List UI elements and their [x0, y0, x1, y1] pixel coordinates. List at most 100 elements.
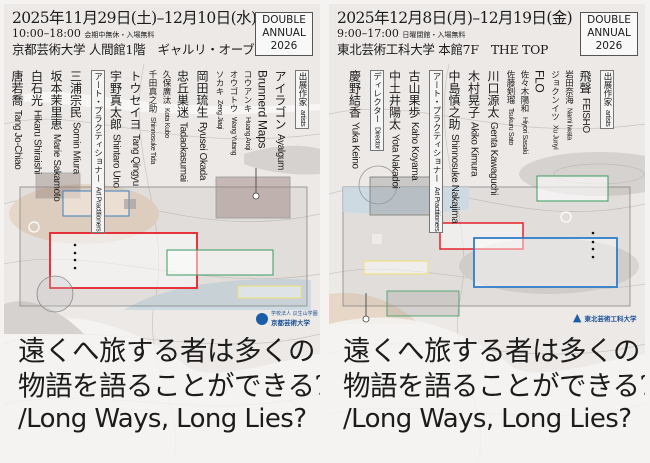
- name-jp: 宇野真太郎: [108, 70, 123, 130]
- artist-name: FLO: [533, 70, 547, 180]
- title-en: /Long Ways, Long Lies?: [343, 404, 632, 434]
- name-jp: 佐々木陽和: [519, 70, 529, 113]
- section-label: 出展作家artists: [600, 70, 614, 129]
- event-info: 2025年12月8日(月)–12月19日(金) 9:00–17:00 日曜閉館・…: [337, 10, 573, 58]
- name-en: Art Practitioners: [94, 186, 102, 231]
- name-en: Kota Kubo: [163, 108, 170, 138]
- circle-mark: [358, 165, 398, 205]
- artist-name: 白石光Hikaru Shiraishi: [29, 70, 46, 180]
- title-en: /Long Ways, Long Lies?: [18, 404, 307, 434]
- name-en: Wang Yutang: [230, 116, 237, 155]
- event-venue: 京都芸術大学 人間館1階 ギャルリ・オーブ: [12, 42, 255, 57]
- name-en: Shintaro Uno: [110, 134, 122, 188]
- artist-name: Brunnerd Maps: [256, 70, 270, 180]
- artist-name: 岩田奈海 Nami Iwata: [563, 70, 575, 180]
- university-logo: 学校法人 瓜生山学園京都芸術大学: [256, 310, 318, 327]
- artist-name: 米林空Sora Yonebayashi: [4, 70, 7, 180]
- double-annual-badge: DOUBLE ANNUAL 2026: [255, 12, 313, 56]
- title-jp-line2: 物語を語ることができる?: [18, 370, 320, 402]
- badge-line: ANNUAL: [587, 27, 631, 39]
- event-info: 2025年11月29日(土)–12月10日(水) 10:00–18:00 会期中…: [12, 10, 257, 58]
- name-jp: 坂本茉里恵: [49, 70, 63, 130]
- name-en: Nami Iwata: [565, 108, 573, 140]
- name-en: FLO: [532, 70, 547, 93]
- name-en: Tadaokasumai: [177, 122, 189, 182]
- name-jp: 岩田奈海: [563, 70, 574, 104]
- name-en: Marie Sakamoto: [51, 134, 62, 202]
- hours: 9:00–17:00: [337, 27, 399, 40]
- name-en: Ryusei Okada: [197, 122, 208, 181]
- green-gray-box: [386, 290, 460, 317]
- name-jp: トウセイヨ: [128, 70, 142, 130]
- artist-list: 出展作家artists 飛聲 FEISHO 岩田奈海 Nami Iwata ジョクンイツ X…: [344, 70, 617, 233]
- artist-name: 唐若喬 Tang Jo-Chiao: [9, 70, 26, 180]
- name-jp: 米林空: [4, 70, 5, 106]
- name-en: Shinnosuke Tida: [149, 116, 156, 164]
- name-jp: 古山果歩: [407, 70, 421, 118]
- hours: 10:00–18:00: [12, 27, 81, 40]
- artist-name: アイラゴン Ayalgum: [272, 70, 289, 180]
- name-jp: コウアンキ: [242, 70, 252, 113]
- name-en: FEISHO: [580, 98, 591, 133]
- name-jp: ソカキ: [214, 70, 224, 96]
- artist-name: ソカキ Zeng Jiaqi: [213, 70, 225, 180]
- name-jp: オウゴトウ: [228, 70, 238, 113]
- name-en: artists: [299, 110, 306, 127]
- name-en: Shinnosuke Nakajima: [449, 134, 460, 224]
- yellow-rect: [237, 285, 302, 299]
- name-jp: 白石光: [29, 70, 44, 106]
- name-en: Zeng Jiaqi: [216, 99, 223, 129]
- artist-name: 慶野結香Yuka Keino: [347, 70, 364, 180]
- name-jp: 飛聲: [578, 70, 592, 94]
- name-en: Ayalgum: [275, 134, 286, 170]
- name-jp: ディレクター: [371, 72, 382, 123]
- section-label: 出展作家 artists: [295, 70, 309, 129]
- artist-name: 木村晃子Akiko Kimura: [466, 70, 483, 180]
- title-jp-line1: 遠くへ旅する者は多くの: [18, 335, 315, 367]
- name-jp: 中土井陽太: [387, 70, 402, 130]
- name-jp: 川口源太: [486, 70, 500, 118]
- abstract-map-graphic: [329, 63, 645, 459]
- name-en: Director: [373, 127, 381, 149]
- name-en: Xu Junyi: [551, 125, 559, 150]
- name-en: Tsukuru Sato: [507, 108, 514, 146]
- artist-name: 忠丘巣迷Tadaokasumai: [175, 70, 192, 182]
- poster-tohoku: 2025年12月8日(月)–12月19日(金) 9:00–17:00 日曜閉館・…: [329, 4, 645, 459]
- event-hours: 9:00–17:00 日曜閉館・入場無料: [337, 27, 572, 42]
- name-jp: 唐若喬: [10, 70, 24, 106]
- green-rect: [166, 249, 274, 276]
- artist-name: 中土井陽太 Yota Nakadoi: [387, 70, 404, 189]
- artist-name: ジョクンイツ Xu Junyi: [549, 70, 561, 180]
- name-jp: ジョクンイツ: [549, 70, 560, 121]
- name-en: artists: [604, 110, 611, 127]
- name-jp: アイラゴン: [273, 70, 287, 130]
- circle-mark: [36, 275, 74, 313]
- blue-rect: [473, 237, 618, 288]
- artist-name: 佐藤剣瑠Tsukuru Sato: [504, 70, 516, 180]
- badge-line: DOUBLE: [587, 14, 631, 26]
- exhibition-title: 遠くへ旅する者は多くの 物語を語ることができる? /Long Ways, Lon…: [18, 334, 320, 434]
- section-label: ディレクター Director: [369, 70, 384, 151]
- name-jp: 三浦宗民: [68, 70, 83, 118]
- red-rect: [439, 222, 524, 250]
- name-en: Tang Jo-Chiao: [12, 110, 23, 170]
- name-jp: 久保廣汰: [161, 70, 171, 104]
- name-jp: アート・プラクティショナー: [92, 72, 103, 183]
- name-en: Kaho Koyama: [409, 122, 420, 181]
- artist-name: トウセイヨTang Qingyu: [127, 70, 144, 186]
- artist-name: オウゴトウ Wang Yutang: [227, 70, 239, 180]
- dots: [73, 243, 77, 270]
- name-en: Art Practitioners: [433, 186, 440, 231]
- badge-line: ANNUAL: [262, 27, 306, 39]
- event-hours: 10:00–18:00 会期中無休・入場無料: [12, 27, 256, 42]
- event-venue: 東北芸術工科大学 本館7F THE TOP: [337, 42, 549, 57]
- artist-list: 出展作家 artists アイラゴン Ayalgum Brunnerd Maps コウアン…: [4, 70, 312, 233]
- name-jp: 出展作家: [297, 72, 307, 106]
- artist-name: 川口源太Genta Kawaguchi: [485, 70, 502, 195]
- name-jp: アート・プラクティショナー: [431, 72, 441, 183]
- hours-note: 日曜閉館・入場無料: [402, 31, 466, 39]
- title-jp-line1: 遠くへ旅する者は多くの: [343, 335, 640, 367]
- double-annual-badge: DOUBLE ANNUAL 2026: [580, 12, 638, 56]
- artist-name: 千田真之助Shinnosuke Tida: [146, 70, 158, 180]
- name-en: Yota Nakadoi: [389, 134, 401, 189]
